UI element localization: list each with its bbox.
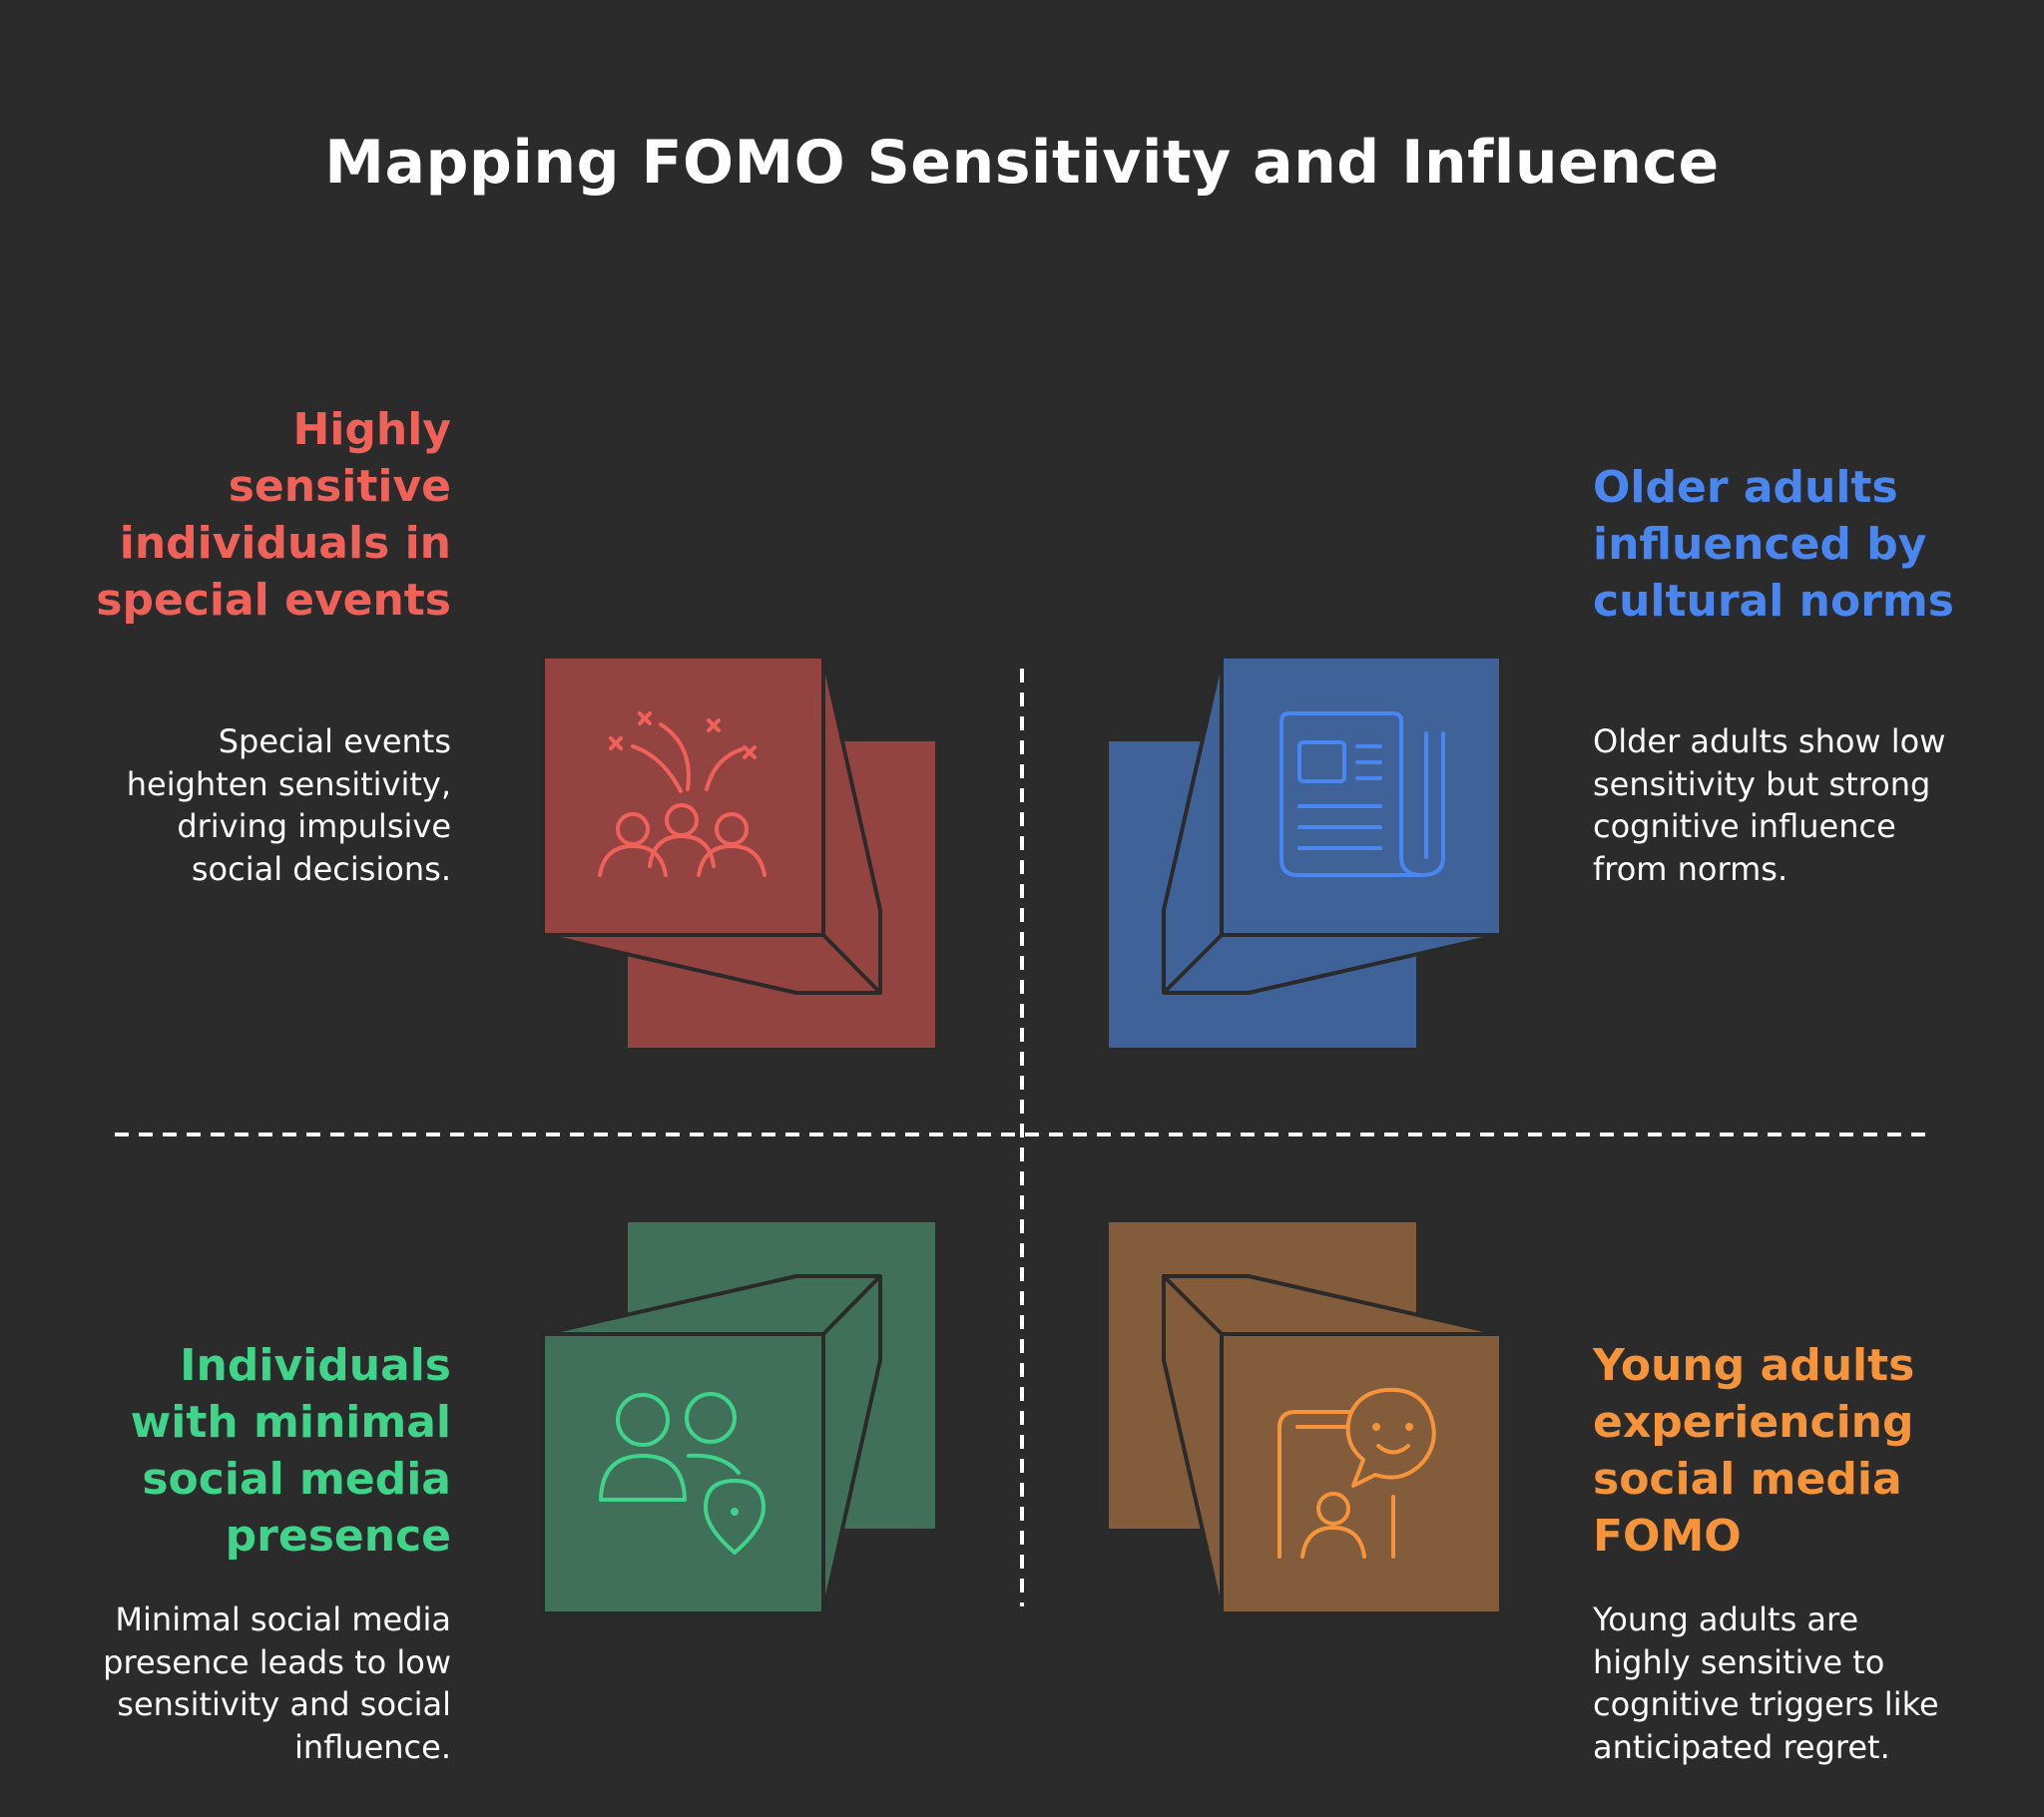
bottom-right-heading: Young adults experiencing social media F… (1593, 1340, 1915, 1562)
top-right-heading: Older adults influenced by cultural norm… (1593, 462, 1954, 627)
top-left-description: Special events heighten sensitivity, dri… (126, 722, 451, 888)
bottom-right-block (1109, 1222, 1503, 1615)
phone-chat-person-icon (1278, 1387, 1436, 1559)
users-location-icon (599, 1392, 766, 1555)
top-left-heading: Highly sensitive individuals in special … (96, 404, 451, 626)
top-right-description: Older adults show low sensitivity but st… (1593, 722, 1946, 888)
bottom-left-heading: Individuals with minimal social media pr… (130, 1340, 451, 1562)
page-title: Mapping FOMO Sensitivity and Influence (324, 128, 1720, 198)
celebration-people-icon (598, 711, 766, 877)
newspaper-icon (1279, 711, 1445, 877)
bottom-right-description: Young adults are highly sensitive to cog… (1593, 1600, 1939, 1766)
top-left-block (541, 655, 935, 1048)
bottom-left-description: Minimal social media presence leads to l… (103, 1600, 451, 1766)
top-right-block (1109, 655, 1503, 1048)
bottom-left-block (541, 1222, 935, 1615)
